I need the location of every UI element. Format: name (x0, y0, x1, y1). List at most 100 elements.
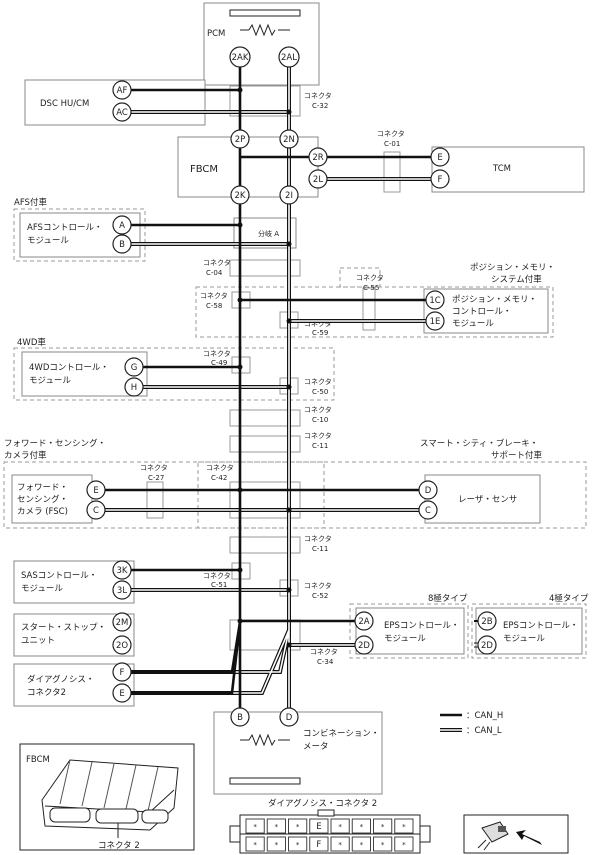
sss-label-2: ユニット (21, 636, 55, 646)
pcm-label: PCM (207, 29, 225, 39)
diag-connector-cell (330, 818, 350, 834)
diag-connector-cell-star: * (381, 841, 385, 849)
memory-label-2: コントロール・ (452, 307, 512, 317)
svg-text:2A: 2A (358, 617, 369, 627)
c01-id: C-01 (384, 140, 400, 148)
awd-group-frame (13, 347, 335, 401)
eps4-label-2: モジュール (503, 634, 545, 644)
fsc-pin-h (86, 480, 106, 500)
svg-text:2P: 2P (235, 135, 246, 145)
fbcm-label: FBCM (190, 164, 218, 175)
c34-id: C-34 (317, 658, 334, 666)
dsc-pin-h (112, 80, 132, 100)
connector-c04 (229, 259, 301, 277)
diag-connector-cell (309, 818, 329, 834)
eps8-pin-l (354, 635, 374, 655)
inset-fbcm-label: FBCM (26, 755, 50, 765)
diag-connector-cell (351, 818, 371, 834)
fsc-box (11, 474, 93, 524)
connector-c11-b (229, 536, 301, 554)
eps4-label-1: EPSコントロール・ (503, 621, 578, 631)
eps4-group-frame (471, 603, 587, 659)
svg-text:G: G (131, 363, 138, 373)
svg-text:コネクタ: コネクタ (140, 463, 168, 472)
sas-label-1: SASコントロール・ (21, 571, 97, 581)
dsc-pin-l (112, 102, 132, 122)
fbcm-pin-l-in (279, 129, 299, 149)
fsc-label-1: フォワード・ (17, 483, 68, 493)
memory-box (423, 288, 549, 334)
svg-text:コネクタ: コネクタ (304, 91, 332, 100)
fbcm-pin-l-branch (308, 169, 328, 189)
memory-pin-h (425, 290, 445, 310)
afs-group-label: AFS付車 (14, 197, 47, 208)
diag-connector-cell-star: * (275, 823, 279, 831)
inset-plug (463, 814, 569, 854)
sss-pin-h (112, 612, 132, 632)
c27-id: C-27 (148, 474, 164, 482)
fsc-label-3: カメラ (FSC) (17, 507, 68, 517)
svg-text:3L: 3L (117, 586, 127, 596)
svg-text:H: H (131, 383, 137, 393)
diag-connector-cell-star: * (275, 841, 279, 849)
laser-group-label-2: サポート付車 (491, 450, 543, 461)
fsc-pin-l (86, 500, 106, 520)
diag-connector-pin-f: F (316, 840, 321, 850)
svg-text:D: D (286, 713, 293, 723)
svg-text:コネクタ: コネクタ (304, 319, 332, 328)
memory-pin-l (425, 311, 445, 331)
diag-connector-cell (394, 836, 414, 852)
eps8-box (355, 607, 465, 655)
afs-label-1: AFSコントロール・ (27, 223, 102, 233)
laser-group-frame (197, 461, 587, 529)
afs-pin-l (112, 234, 132, 254)
eps8-label-1: EPSコントロール・ (384, 621, 459, 631)
c10-id: C-10 (312, 416, 328, 424)
eps8-pin-h (354, 611, 374, 631)
diag-connector-cell-star: * (296, 841, 300, 849)
c51-id: C-51 (211, 581, 227, 589)
svg-text:2I: 2I (285, 191, 293, 201)
meter-pin-l (279, 707, 299, 727)
svg-text:コネクタ: コネクタ (203, 349, 231, 358)
svg-text:F: F (438, 175, 443, 185)
svg-text:コネクタ: コネクタ (304, 377, 332, 386)
connector-c55 (362, 287, 376, 331)
c49-id: C-49 (211, 359, 227, 367)
meter-resistor-icon (248, 733, 276, 747)
diag-connector-cell (266, 818, 286, 834)
c32-id: C-32 (312, 102, 328, 110)
diag-pin-l (112, 683, 132, 703)
diag-connector-cell (245, 836, 265, 852)
svg-text:C: C (93, 506, 99, 516)
diag-connector-key (317, 809, 335, 817)
meter-label-1: コンビネーション・ (303, 729, 379, 739)
svg-text:3K: 3K (117, 566, 128, 576)
connector-2-socket-icon (95, 808, 139, 824)
memory-group-tab (339, 267, 381, 288)
diag-connector-cell-star: * (253, 841, 257, 849)
svg-text:2N: 2N (283, 135, 295, 145)
fsc-group-label-1: フォワード・センシング・ (4, 438, 106, 449)
fsc-label-2: センシング・ (17, 494, 68, 505)
svg-text:コネクタ: コネクタ (304, 405, 332, 414)
diag-connector-cell-star: * (381, 823, 385, 831)
tcm-label: TCM (492, 164, 511, 174)
svg-text:コネクタ: コネクタ (304, 581, 332, 590)
diag-connector-cell (288, 818, 308, 834)
diag-connector-cell-star: * (296, 823, 300, 831)
c50-id: C-50 (312, 388, 328, 396)
inset-connector-2-label: コネクタ 2 (98, 841, 140, 851)
svg-text:B: B (119, 240, 125, 250)
svg-text:2L: 2L (313, 175, 323, 185)
c11a-id: C-11 (312, 442, 328, 450)
c55-id: C-55 (363, 284, 379, 292)
svg-text:AF: AF (117, 86, 128, 96)
svg-text:コネクタ: コネクタ (310, 647, 338, 656)
svg-text:B: B (237, 713, 243, 723)
c58-id: C-58 (206, 302, 222, 310)
diag-connector-cell-star: * (360, 841, 364, 849)
fbcm-pin-r (308, 147, 328, 167)
diag-connector-cell (309, 836, 329, 852)
